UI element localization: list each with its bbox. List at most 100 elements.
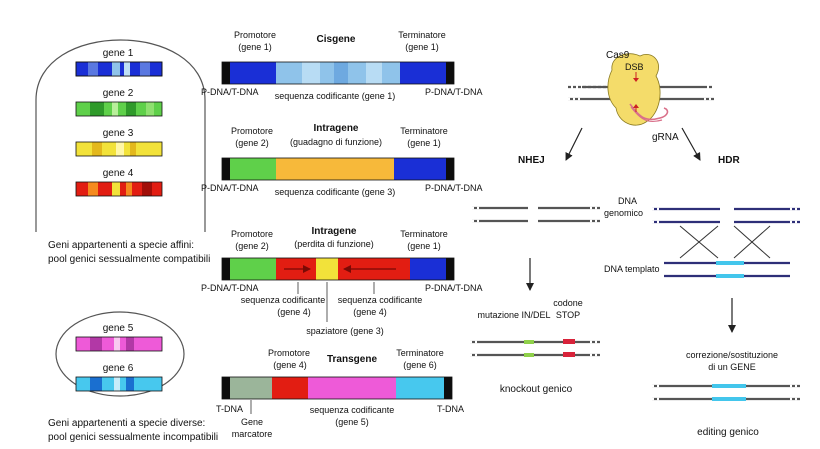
marker-gene-segment (230, 377, 272, 399)
dna-genomic-label: DNA (618, 196, 637, 206)
border-label-right: P-DNA/T-DNA (425, 183, 483, 193)
hdr-genomic-dna (652, 207, 800, 224)
terminator-segment (396, 377, 444, 399)
border-label-left: P-DNA/T-DNA (201, 183, 259, 193)
promoter-segment (230, 158, 276, 180)
gene-label: gene 5 (103, 323, 134, 334)
coding-label: sequenza codificante (gene 1) (275, 91, 396, 101)
border-label-left: P-DNA/T-DNA (201, 283, 259, 293)
hdr-label: HDR (718, 155, 740, 166)
incompatible-gene-pool: gene 5 gene 6 Geni appartenenti a specie… (48, 311, 218, 443)
border-label-left: T-DNA (216, 404, 243, 414)
terminator-gene-label: (gene 1) (405, 42, 439, 52)
cas9-label: Cas9 (606, 50, 630, 61)
gene-bar-1 (75, 61, 163, 77)
intragene-loss-construct: Promotore (gene 2) Intragene (perdita di… (201, 226, 483, 336)
promoter-gene-label: (gene 4) (273, 360, 307, 370)
gene-label: gene 4 (103, 168, 134, 179)
transgene-construct: Promotore (gene 4) Transgene Terminatore… (216, 348, 464, 439)
edited-gene-mark (712, 384, 746, 388)
border-label-right: P-DNA/T-DNA (425, 87, 483, 97)
terminator-gene-label: (gene 1) (407, 241, 441, 251)
gene-bar-3 (75, 141, 163, 157)
indel-mark (524, 340, 534, 344)
arrow-to-hdr (681, 127, 701, 161)
terminator-gene-label: (gene 1) (407, 138, 441, 148)
coding-label-left-gene: (gene 4) (277, 307, 311, 317)
cas9-protein: Cas9 DSB gRNA (606, 50, 679, 143)
promoter-label: Promotore (234, 30, 276, 40)
coding-label: sequenza codificante (gene 3) (275, 187, 396, 197)
stop-mark (563, 339, 575, 344)
stop-codon-label-2: STOP (556, 310, 580, 320)
terminator-segment (400, 62, 446, 84)
terminator-gene-label: (gene 6) (403, 360, 437, 370)
gene-bar-6 (75, 376, 163, 392)
promoter-gene-label: (gene 2) (235, 241, 269, 251)
terminator-label: Terminatore (396, 348, 444, 358)
knockout-dna (470, 339, 600, 357)
pool-outline-incompatible (55, 311, 185, 397)
spacer-segment (316, 258, 338, 280)
gene-label: gene 1 (103, 48, 134, 59)
gene-label: gene 3 (103, 128, 134, 139)
promoter-label: Promotore (231, 229, 273, 239)
gene-bar-4 (75, 181, 163, 197)
construct-title: Transgene (327, 354, 377, 365)
nhej-broken-dna (472, 206, 600, 223)
knockout-label: knockout genico (500, 384, 573, 395)
pool-caption-line1: Geni appartenenti a specie diverse: (48, 418, 205, 429)
coding-segment (276, 158, 394, 180)
dna-genomic-label-2: genomico (604, 208, 643, 218)
construct-subtitle: (perdita di funzione) (294, 239, 374, 249)
nhej-label: NHEJ (518, 155, 545, 166)
terminator-label: Terminatore (400, 229, 448, 239)
terminator-segment (394, 158, 446, 180)
promoter-label: Promotore (231, 126, 273, 136)
edited-dna (652, 384, 800, 401)
spacer-label: spaziatore (gene 3) (306, 326, 384, 336)
intragene-gain-construct: Promotore (gene 2) Intragene (guadagno d… (201, 123, 483, 197)
gene-bar-5 (75, 336, 163, 352)
border-label-right: T-DNA (437, 404, 464, 414)
construct-title: Intragene (313, 123, 358, 134)
terminator-label: Terminatore (398, 30, 446, 40)
pool-caption-line1: Geni appartenenti a specie affini: (48, 240, 194, 251)
stop-codon-label: codone (553, 298, 583, 308)
coding-label: sequenza codificante (310, 405, 395, 415)
grna-label: gRNA (652, 132, 679, 143)
border-label-left: P-DNA/T-DNA (201, 87, 259, 97)
promoter-segment (230, 62, 276, 84)
pool-caption-line2: pool genici sessualmente incompatibili (48, 432, 218, 443)
gene-bar-2 (75, 101, 163, 117)
promoter-gene-label: (gene 2) (235, 138, 269, 148)
marker-label-2: marcatore (232, 429, 273, 439)
gene-label: gene 6 (103, 363, 134, 374)
coding-label-right: sequenza codificante (338, 295, 423, 305)
dsb-label: DSB (625, 62, 644, 72)
cisgene-construct: Promotore (gene 1) Cisgene Terminatore (… (201, 30, 483, 101)
construct-title: Intragene (311, 226, 356, 237)
pool-caption-line2: pool genici sessualmente compatibili (48, 254, 210, 265)
editing-label: editing genico (697, 427, 759, 438)
marker-label: Gene (241, 417, 263, 427)
border-label-right: P-DNA/T-DNA (425, 283, 483, 293)
pool-outline-compatible (35, 39, 206, 232)
promoter-segment (272, 377, 308, 399)
construct-subtitle: (guadagno di funzione) (290, 137, 382, 147)
compatible-gene-pool: gene 1 gene 2 gene 3 gene 4 (35, 39, 210, 265)
correction-label: correzione/sostituzione (686, 350, 778, 360)
gene-label: gene 2 (103, 88, 134, 99)
template-dna (664, 261, 790, 278)
construct-title: Cisgene (317, 34, 356, 45)
crispr-panel: Cas9 DSB gRNA NHEJ HDR codone STOP mutaz… (470, 50, 800, 438)
coding-label-right-gene: (gene 4) (353, 307, 387, 317)
coding-label-left: sequenza codificante (241, 295, 326, 305)
dna-template-label: DNA templato (604, 264, 660, 274)
promoter-segment (230, 258, 276, 280)
mutation-label: mutazione IN/DEL (477, 310, 550, 320)
crossover-lines (679, 225, 771, 259)
promoter-gene-label: (gene 1) (238, 42, 272, 52)
coding-segment (308, 377, 396, 399)
terminator-label: Terminatore (400, 126, 448, 136)
